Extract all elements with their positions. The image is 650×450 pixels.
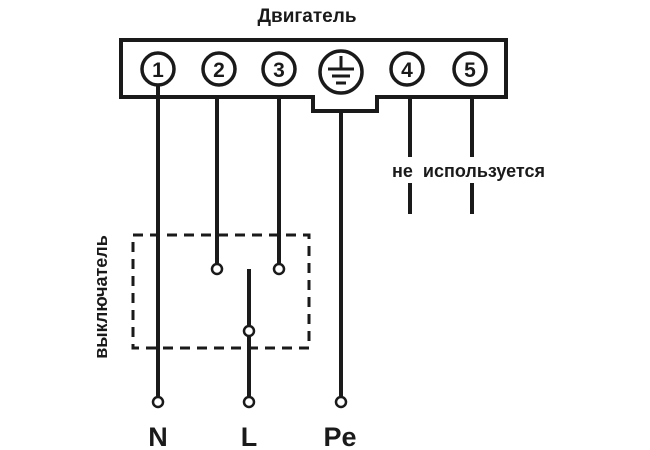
terminal-1-label: 1 <box>152 59 164 82</box>
output-l-terminal <box>242 395 256 409</box>
switch-pivot <box>242 324 256 338</box>
terminal-4: 4 <box>389 51 425 87</box>
output-pe-label: Pe <box>323 422 356 450</box>
output-n-terminal <box>151 395 165 409</box>
terminal-ground <box>318 49 364 95</box>
output-l-label: L <box>241 422 258 450</box>
terminal-5-label: 5 <box>464 59 476 82</box>
output-n-label: N <box>148 422 168 450</box>
unused-note-backing <box>388 157 600 183</box>
switch-box <box>131 233 311 350</box>
terminal-4-label: 4 <box>401 59 413 82</box>
unused-note: не используется <box>392 161 545 181</box>
terminal-2: 2 <box>201 51 237 87</box>
terminal-block <box>119 38 508 113</box>
switch-label: выключатель <box>91 235 111 359</box>
terminal-5: 5 <box>452 51 488 87</box>
terminal-3: 3 <box>261 51 297 87</box>
ground-icon <box>328 56 354 85</box>
terminal-1: 1 <box>140 51 176 87</box>
switch-contact-2 <box>210 262 224 276</box>
terminal-3-label: 3 <box>273 59 285 82</box>
terminal-2-label: 2 <box>213 59 225 82</box>
switch-contact-3 <box>272 262 286 276</box>
output-pe-terminal <box>334 395 348 409</box>
motor-title: Двигатель <box>258 6 357 27</box>
